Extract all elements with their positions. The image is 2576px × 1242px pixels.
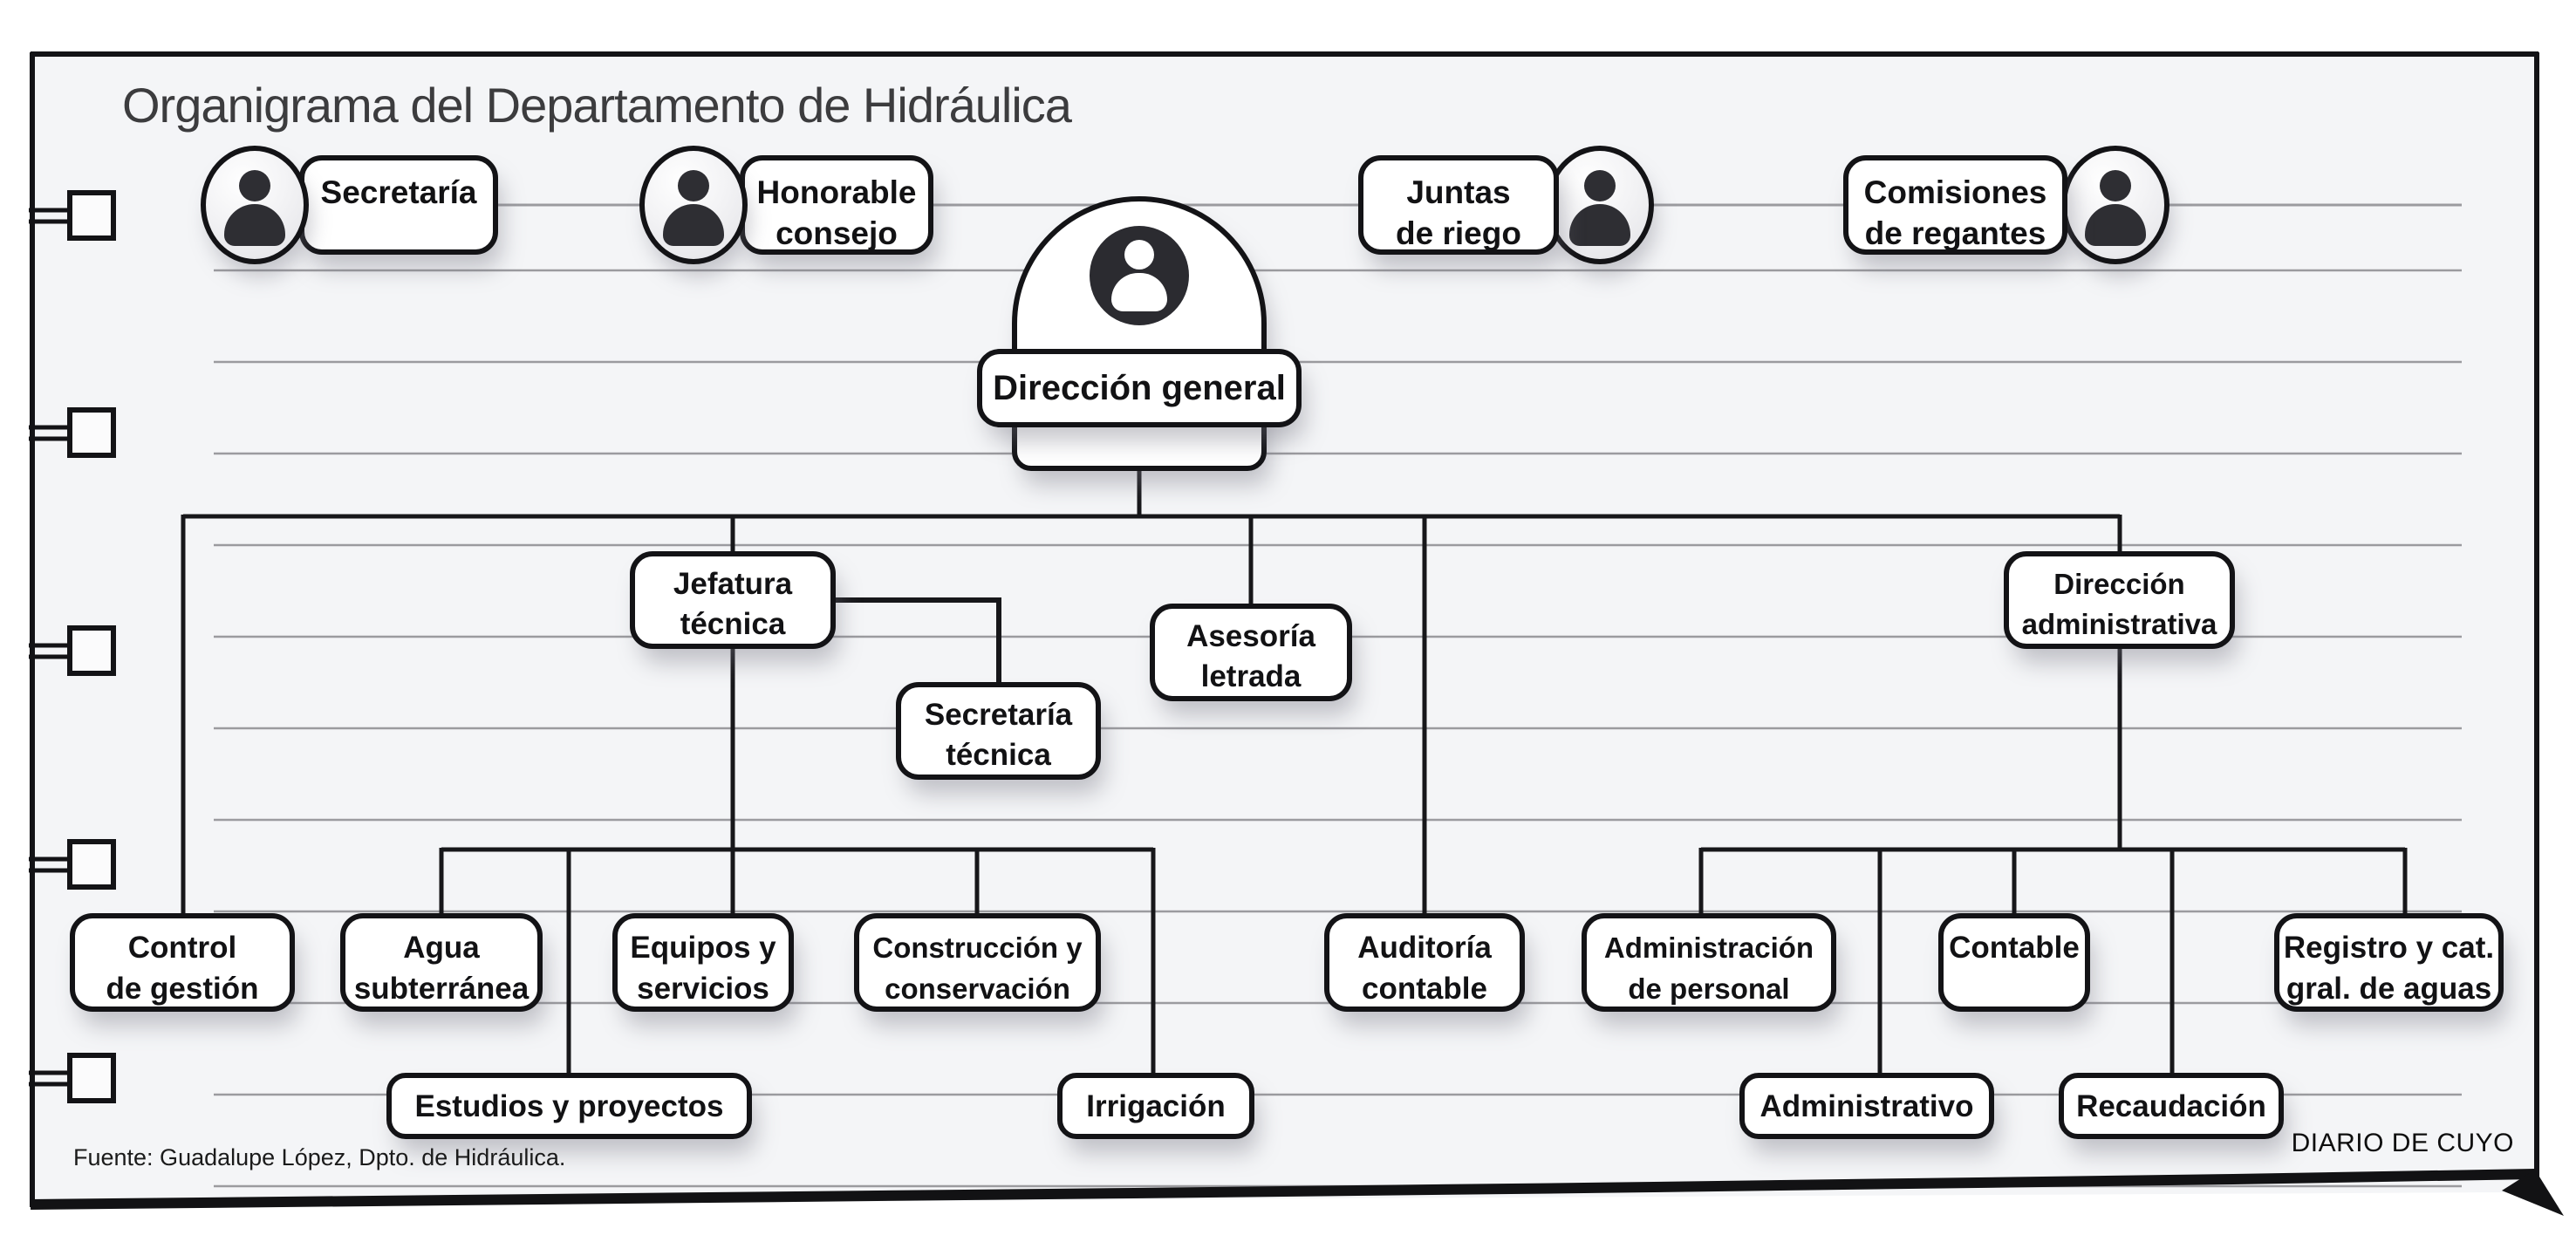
- org-node-label: Contable: [1949, 931, 2080, 965]
- org-node-estudios-y-proyectos: Estudios y proyectos: [386, 1073, 752, 1139]
- person-icon: [1546, 146, 1654, 264]
- person-head-icon: [1124, 240, 1154, 270]
- org-node-secretaria: Secretaría: [299, 155, 498, 255]
- org-node-label: Honorable consejo: [756, 174, 917, 251]
- org-node-direccion-administrativa: Dirección administrativa: [2004, 551, 2235, 649]
- org-node-label: Asesoría letrada: [1186, 619, 1315, 693]
- org-node-honorable-consejo: Honorable consejo: [740, 155, 933, 255]
- source-credit-text: Fuente: Guadalupe López, Dpto. de Hidráu…: [73, 1144, 566, 1170]
- org-node-label: Control de gestión: [106, 931, 259, 1006]
- person-icon: [1090, 226, 1189, 325]
- binder-rings: [29, 190, 116, 1103]
- publisher-credit-text: DIARIO DE CUYO: [2291, 1129, 2514, 1157]
- org-node-registro-aguas: Registro y cat. gral. de aguas: [2274, 913, 2504, 1012]
- binder-ring-icon: [29, 839, 116, 890]
- org-node-label: Dirección general: [993, 369, 1286, 407]
- org-node-comisiones-de-regantes: Comisiones de regantes: [1843, 155, 2067, 255]
- person-body-icon: [2085, 204, 2146, 246]
- org-node-label: Administrativo: [1759, 1088, 1974, 1123]
- org-node-equipos-y-servicios: Equipos y servicios: [612, 913, 794, 1012]
- org-node-contable: Contable: [1938, 913, 2090, 1012]
- org-node-label: Juntas de riego: [1396, 174, 1521, 251]
- person-head-icon: [2100, 170, 2131, 201]
- org-node-asesoria-letrada: Asesoría letrada: [1150, 604, 1352, 701]
- org-node-label: Administración de personal: [1603, 932, 1814, 1005]
- person-icon: [201, 146, 309, 264]
- org-node-administrativo: Administrativo: [1739, 1073, 1994, 1139]
- org-node-construccion-y-conservacion: Construcción y conservación: [854, 913, 1101, 1012]
- person-head-icon: [678, 170, 709, 201]
- binder-ring-icon: [29, 625, 116, 676]
- org-node-juntas-de-riego: Juntas de riego: [1358, 155, 1559, 255]
- person-icon: [639, 146, 748, 264]
- org-node-control-de-gestion: Control de gestión: [70, 913, 295, 1012]
- torn-bottom-edge: [30, 1169, 2564, 1216]
- person-body-icon: [1111, 273, 1167, 311]
- page-border: [30, 51, 2539, 1207]
- binder-ring-icon: [29, 407, 116, 458]
- org-node-label: Construcción y conservación: [872, 932, 1083, 1005]
- org-node-label: Agua subterránea: [353, 931, 530, 1006]
- org-node-auditoria-contable: Auditoría contable: [1324, 913, 1525, 1012]
- org-node-label: Registro y cat. gral. de aguas: [2283, 931, 2495, 1006]
- org-node-label: Secretaría técnica: [924, 698, 1073, 772]
- org-node-label: Auditoría contable: [1357, 931, 1492, 1006]
- person-body-icon: [663, 204, 724, 246]
- direccion-general-arch: [1012, 196, 1267, 471]
- org-node-label: Dirección administrativa: [2021, 568, 2217, 640]
- org-node-label: Secretaría: [320, 174, 477, 210]
- org-node-irrigacion: Irrigación: [1057, 1073, 1254, 1139]
- binder-ring-icon: [29, 190, 116, 241]
- org-node-label: Recaudación: [2076, 1088, 2266, 1123]
- binder-ring-icon: [29, 1053, 116, 1103]
- org-connectors: [181, 469, 2408, 1075]
- org-node-jefatura-tecnica: Jefatura técnica: [630, 551, 836, 649]
- person-body-icon: [1569, 204, 1630, 246]
- person-head-icon: [1584, 170, 1616, 201]
- person-head-icon: [239, 170, 270, 201]
- org-node-agua-subterranea: Agua subterránea: [340, 913, 543, 1012]
- org-node-direccion-general: Dirección general: [977, 349, 1302, 427]
- org-node-label: Equipos y servicios: [630, 931, 776, 1006]
- org-node-administracion-de-personal: Administración de personal: [1582, 913, 1836, 1012]
- org-node-label: Estudios y proyectos: [414, 1088, 724, 1123]
- org-node-secretaria-tecnica: Secretaría técnica: [896, 682, 1101, 780]
- org-node-label: Jefatura técnica: [673, 567, 793, 641]
- person-icon: [2061, 146, 2169, 264]
- org-node-label: Irrigación: [1086, 1088, 1226, 1123]
- person-body-icon: [224, 204, 285, 246]
- org-node-label: Comisiones de regantes: [1863, 174, 2047, 251]
- org-node-recaudacion: Recaudación: [2059, 1073, 2284, 1139]
- page-title: Organigrama del Departamento de Hidráuli…: [122, 78, 1072, 133]
